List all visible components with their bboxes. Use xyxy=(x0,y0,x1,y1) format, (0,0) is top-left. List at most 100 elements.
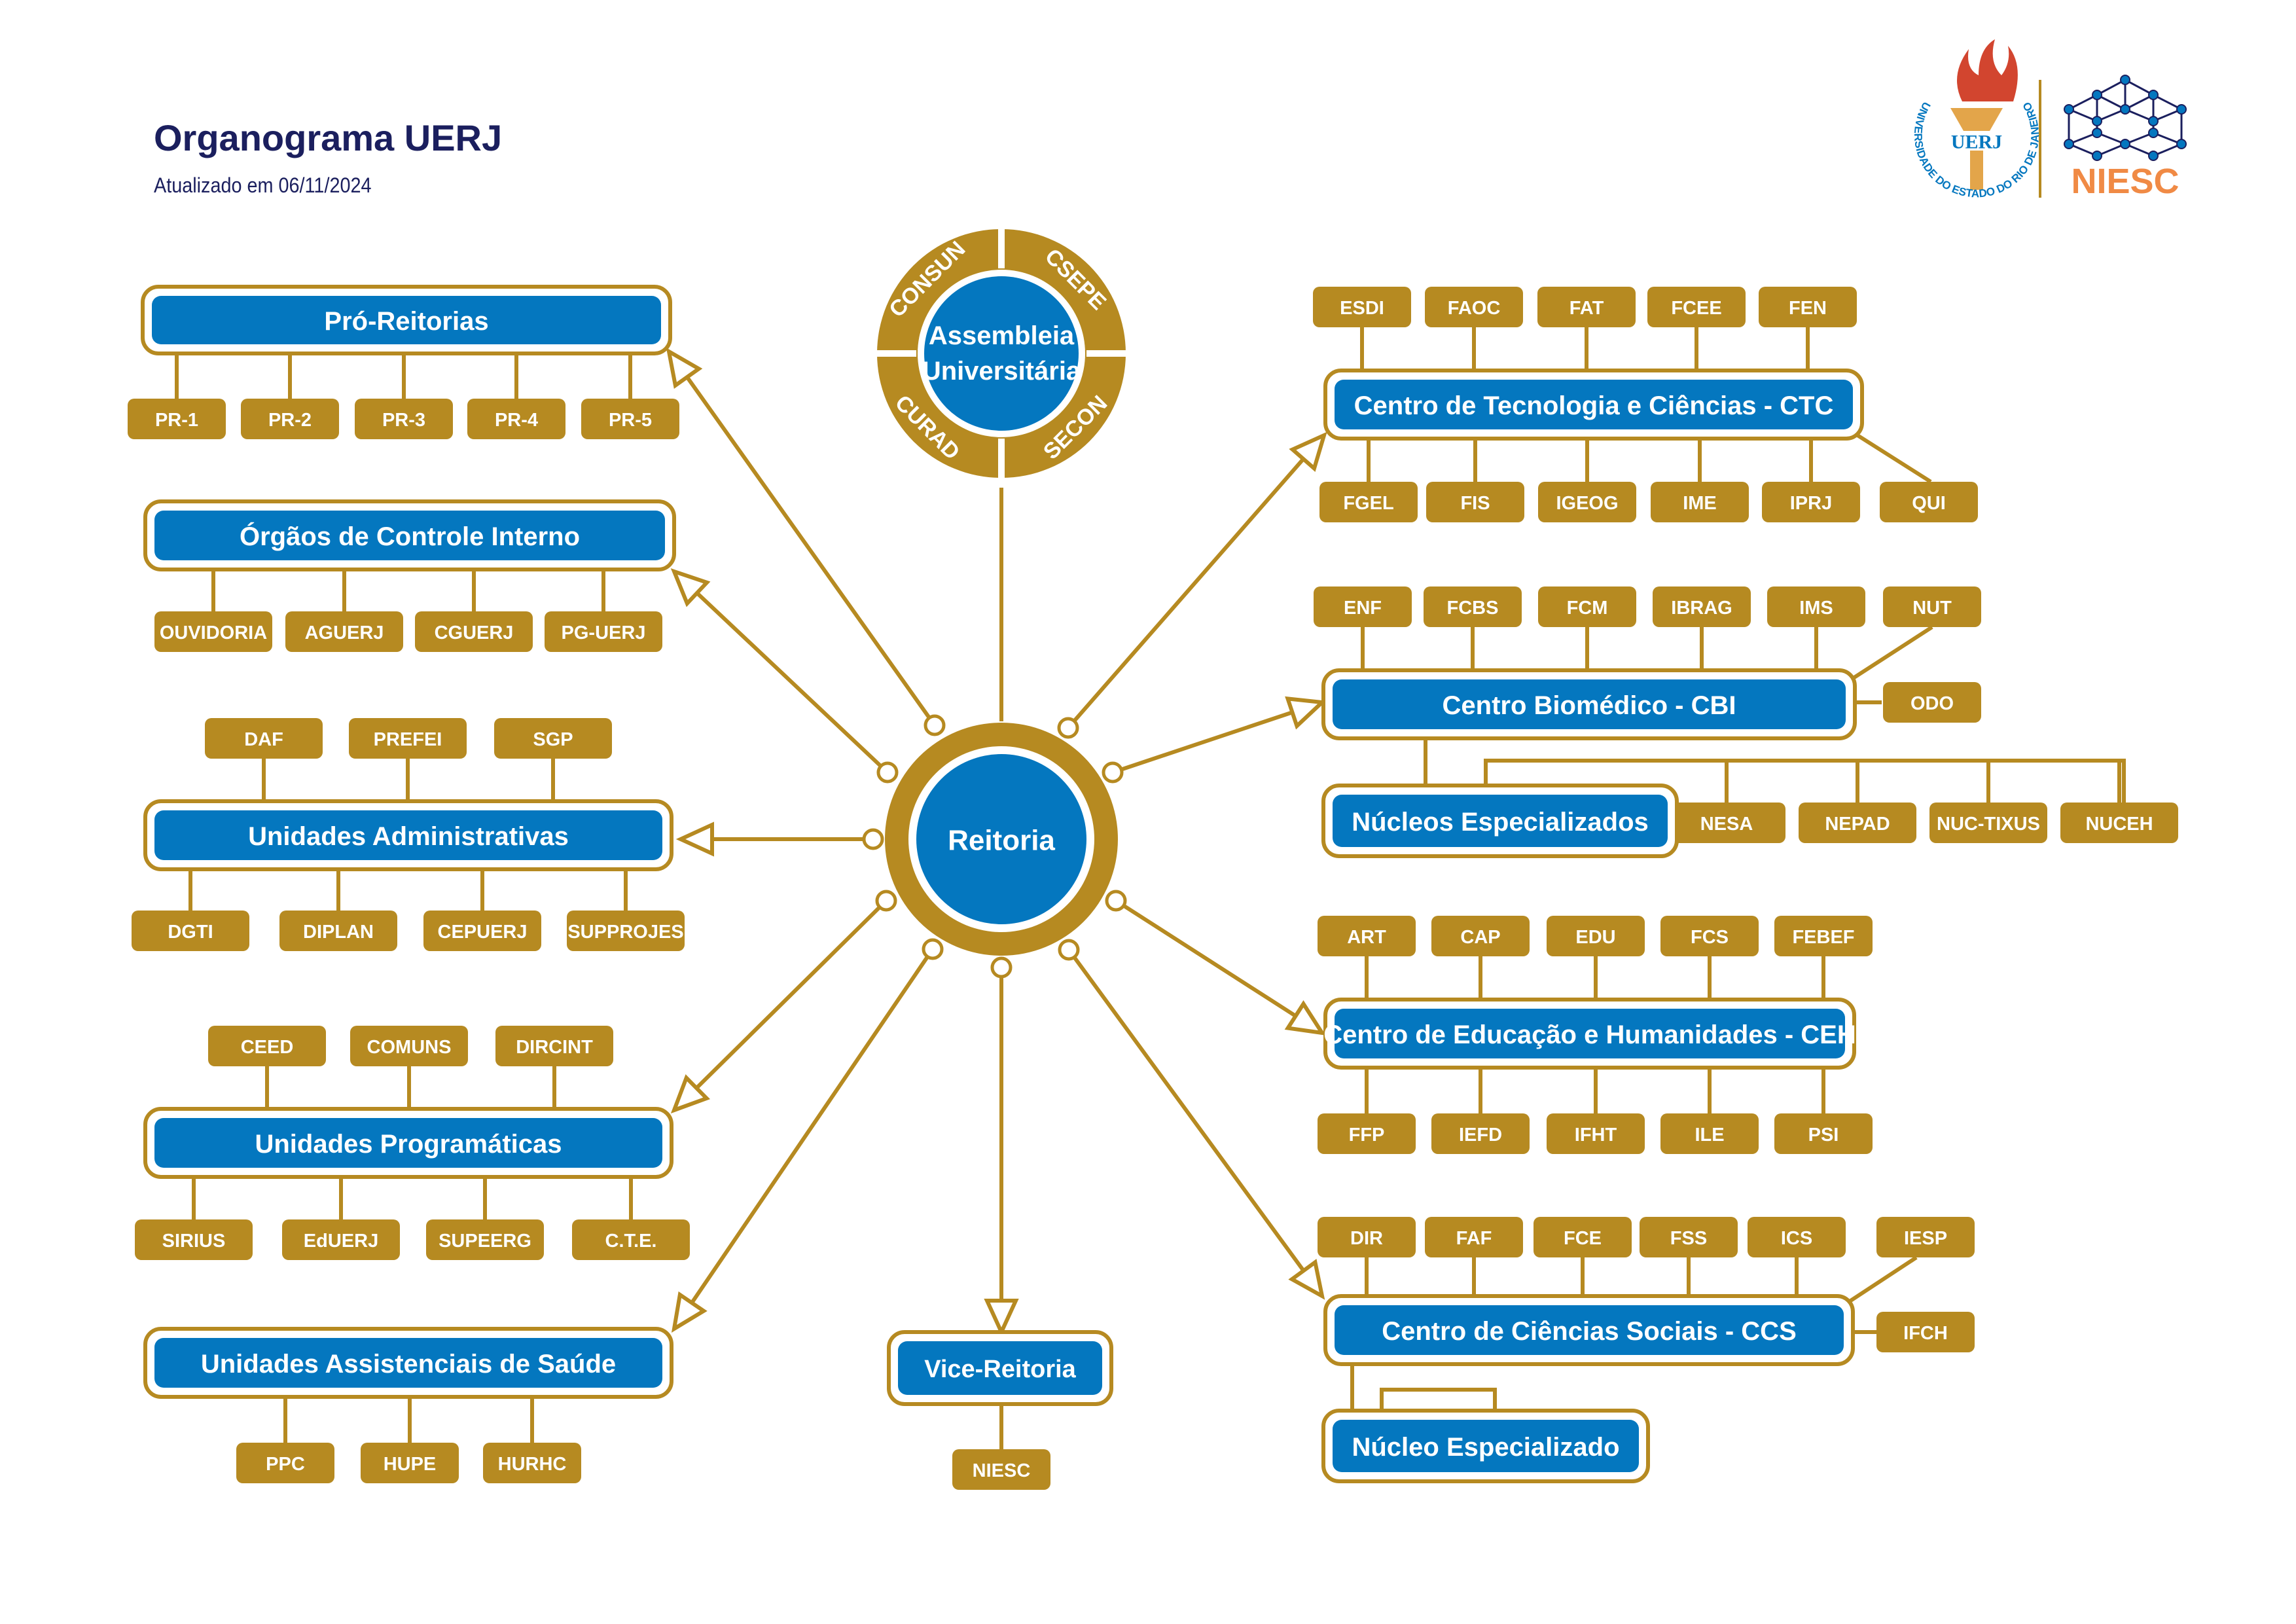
unit-box[interactable]: NUC-TIXUS xyxy=(1929,803,2047,843)
unit-box[interactable]: PG-UERJ xyxy=(545,611,662,652)
unit-box[interactable]: IEFD xyxy=(1431,1113,1530,1154)
unit-box[interactable]: PR-2 xyxy=(241,399,339,439)
unit-box[interactable]: ENF xyxy=(1314,586,1412,627)
unit-box[interactable]: SUPEERG xyxy=(426,1219,544,1260)
unit-box[interactable]: CEPUERJ xyxy=(423,911,541,951)
nucleo-box[interactable]: Núcleos Especializados xyxy=(1321,784,1679,858)
unit-box-bg xyxy=(1314,586,1412,627)
unit-box[interactable]: FCM xyxy=(1538,586,1636,627)
unit-box[interactable]: PR-4 xyxy=(467,399,565,439)
unit-box-bg xyxy=(279,911,397,951)
unit-label: ILE xyxy=(1695,1125,1724,1146)
group-box[interactable]: Unidades Assistenciais de Saúde xyxy=(143,1327,673,1399)
unit-box-bg xyxy=(355,399,453,439)
nucleo-box[interactable]: Núcleo Especializado xyxy=(1321,1409,1650,1483)
unit-label: DIRCINT xyxy=(516,1037,593,1058)
unit-box[interactable]: SIRIUS xyxy=(135,1219,253,1260)
unit-box[interactable]: PSI xyxy=(1774,1113,1873,1154)
unit-box[interactable]: AGUERJ xyxy=(285,611,403,652)
unit-box[interactable]: NUT xyxy=(1883,586,1981,627)
unit-box[interactable]: CEED xyxy=(208,1026,326,1066)
vice-reitoria-box[interactable]: Vice-Reitoria xyxy=(887,1330,1113,1406)
unit-label: HURHC xyxy=(498,1454,567,1475)
unit-box[interactable]: HURHC xyxy=(483,1443,581,1483)
network-node-icon xyxy=(2120,104,2130,115)
unit-label: EdUERJ xyxy=(304,1231,378,1252)
unit-label: HUPE xyxy=(384,1454,437,1475)
unit-box[interactable]: NIESC xyxy=(952,1449,1050,1490)
unit-label: CEED xyxy=(241,1037,294,1058)
unit-box[interactable]: FGEL xyxy=(1319,482,1418,522)
unit-label: IESP xyxy=(1904,1228,1947,1249)
unit-box[interactable]: DGTI xyxy=(132,911,249,951)
unit-box[interactable]: FIS xyxy=(1426,482,1524,522)
unit-box[interactable]: CGUERJ xyxy=(415,611,533,652)
unit-box[interactable]: COMUNS xyxy=(350,1026,468,1066)
unit-box[interactable]: IMS xyxy=(1767,586,1865,627)
unit-box[interactable]: SUPPROJES xyxy=(567,911,685,951)
unit-box[interactable]: FAT xyxy=(1537,287,1636,327)
unit-box[interactable]: ILE xyxy=(1660,1113,1759,1154)
center-box[interactable]: Centro Biomédico - CBI xyxy=(1321,668,1857,740)
unit-box[interactable]: PREFEI xyxy=(349,718,467,759)
unit-box[interactable]: CAP xyxy=(1431,916,1530,956)
group-box[interactable]: Pró-Reitorias xyxy=(141,285,672,355)
unit-box-bg xyxy=(1319,482,1418,522)
unit-label: FEN xyxy=(1789,298,1827,319)
group-box[interactable]: Unidades Administrativas xyxy=(143,799,673,871)
unit-box[interactable]: ART xyxy=(1318,916,1416,956)
unit-box[interactable]: NEPAD xyxy=(1799,803,1916,843)
unit-box[interactable]: FCS xyxy=(1660,916,1759,956)
unit-box[interactable]: PR-5 xyxy=(581,399,679,439)
group-box-fill xyxy=(154,1338,662,1388)
unit-box[interactable]: PR-3 xyxy=(355,399,453,439)
unit-box[interactable]: ODO xyxy=(1883,682,1981,723)
unit-box[interactable]: FCE xyxy=(1534,1217,1632,1257)
unit-box[interactable]: DAF xyxy=(205,718,323,759)
center-box[interactable]: Centro de Educação e Humanidades - CEH xyxy=(1323,998,1856,1070)
unit-box[interactable]: IPRJ xyxy=(1762,482,1860,522)
unit-box[interactable]: PR-1 xyxy=(128,399,226,439)
unit-box[interactable]: ESDI xyxy=(1313,287,1411,327)
unit-box[interactable]: FEN xyxy=(1759,287,1857,327)
unit-box-bg xyxy=(285,611,403,652)
unit-box[interactable]: FSS xyxy=(1640,1217,1738,1257)
unit-box[interactable]: NESA xyxy=(1668,803,1785,843)
group-box[interactable]: Órgãos de Controle Interno xyxy=(143,499,676,571)
page-title: Organograma UERJ xyxy=(154,117,503,158)
unit-box[interactable]: PPC xyxy=(236,1443,334,1483)
group-box-fill xyxy=(152,296,661,344)
unit-box[interactable]: FEBEF xyxy=(1774,916,1873,956)
center-box[interactable]: Centro de Ciências Sociais - CCS xyxy=(1323,1294,1855,1366)
unit-label: EDU xyxy=(1575,927,1615,948)
unit-box[interactable]: FAOC xyxy=(1425,287,1523,327)
unit-box[interactable]: DIPLAN xyxy=(279,911,397,951)
unit-box[interactable]: IME xyxy=(1651,482,1749,522)
unit-box[interactable]: SGP xyxy=(494,718,612,759)
unit-box[interactable]: IFCH xyxy=(1876,1312,1975,1352)
group-box[interactable]: Unidades Programáticas xyxy=(143,1107,673,1179)
center-box[interactable]: Centro de Tecnologia e Ciências - CTC xyxy=(1323,369,1864,441)
reitoria-node[interactable] xyxy=(916,754,1086,924)
unit-box[interactable]: FCEE xyxy=(1647,287,1746,327)
spoke-pro xyxy=(685,376,937,727)
unit-box[interactable]: FCBS xyxy=(1424,586,1522,627)
unit-box[interactable]: C.T.E. xyxy=(572,1219,690,1260)
unit-box[interactable]: DIR xyxy=(1318,1217,1416,1257)
unit-box[interactable]: OUVIDORIA xyxy=(154,611,272,652)
unit-box[interactable]: IBRAG xyxy=(1653,586,1751,627)
unit-box[interactable]: QUI xyxy=(1880,482,1978,522)
unit-box[interactable]: IGEOG xyxy=(1538,482,1636,522)
unit-box[interactable]: EDU xyxy=(1547,916,1645,956)
unit-box[interactable]: IFHT xyxy=(1547,1113,1645,1154)
unit-box[interactable]: NUCEH xyxy=(2060,803,2178,843)
unit-box[interactable]: FAF xyxy=(1425,1217,1523,1257)
unit-box[interactable]: FFP xyxy=(1318,1113,1416,1154)
niesc-logo: NIESC xyxy=(2064,75,2187,201)
unit-box[interactable]: DIRCINT xyxy=(495,1026,613,1066)
unit-box[interactable]: EdUERJ xyxy=(282,1219,400,1260)
unit-box[interactable]: HUPE xyxy=(361,1443,459,1483)
unit-box[interactable]: ICS xyxy=(1748,1217,1846,1257)
unit-box[interactable]: IESP xyxy=(1876,1217,1975,1257)
